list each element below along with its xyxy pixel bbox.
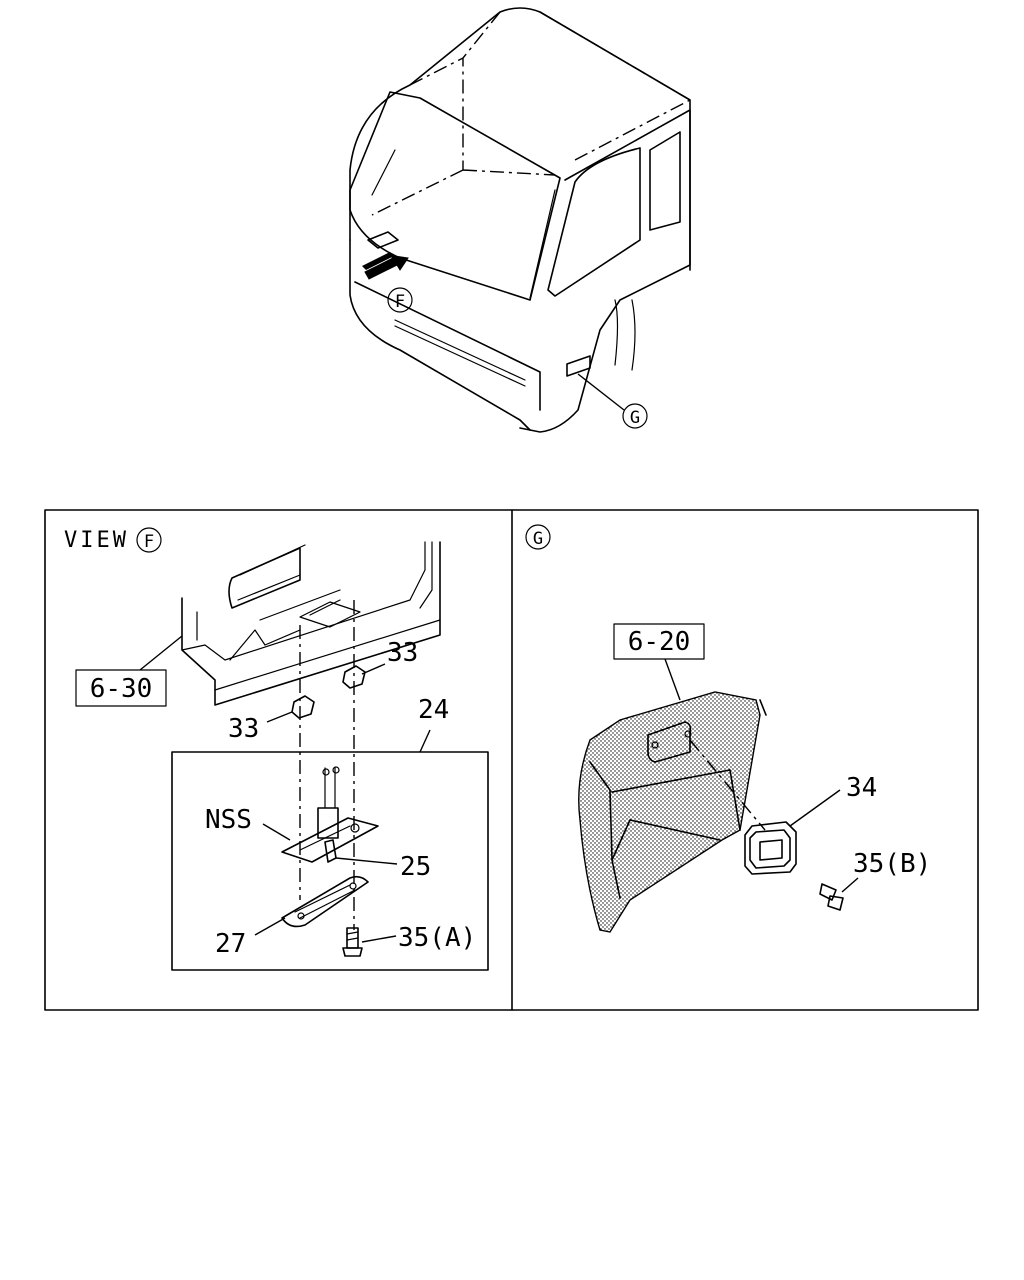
view-f-title: VIEW xyxy=(64,528,129,553)
view-g-panel: G 6-20 34 35(B) xyxy=(525,524,931,933)
view-f-panel: VIEW F 33 33 24 25 xyxy=(64,527,489,971)
callout-circle-f: F xyxy=(395,292,405,312)
view-g-circle: G xyxy=(533,529,543,549)
cab-overview: F G xyxy=(349,7,691,433)
label-35b: 35(B) xyxy=(853,849,931,879)
label-34: 34 xyxy=(846,773,877,803)
label-35a: 35(A) xyxy=(398,923,476,953)
label-33-upper: 33 xyxy=(387,638,418,668)
label-27: 27 xyxy=(215,929,246,959)
assembly-box-24 xyxy=(171,751,489,971)
ref-6-30: 6-30 xyxy=(90,674,153,704)
ref-6-20: 6-20 xyxy=(628,627,691,657)
label-24: 24 xyxy=(418,695,449,725)
label-25: 25 xyxy=(400,852,431,882)
callout-circle-g: G xyxy=(630,408,640,428)
label-nss: NSS xyxy=(205,805,252,835)
view-f-circle: F xyxy=(144,532,154,552)
label-33-lower: 33 xyxy=(228,714,259,744)
